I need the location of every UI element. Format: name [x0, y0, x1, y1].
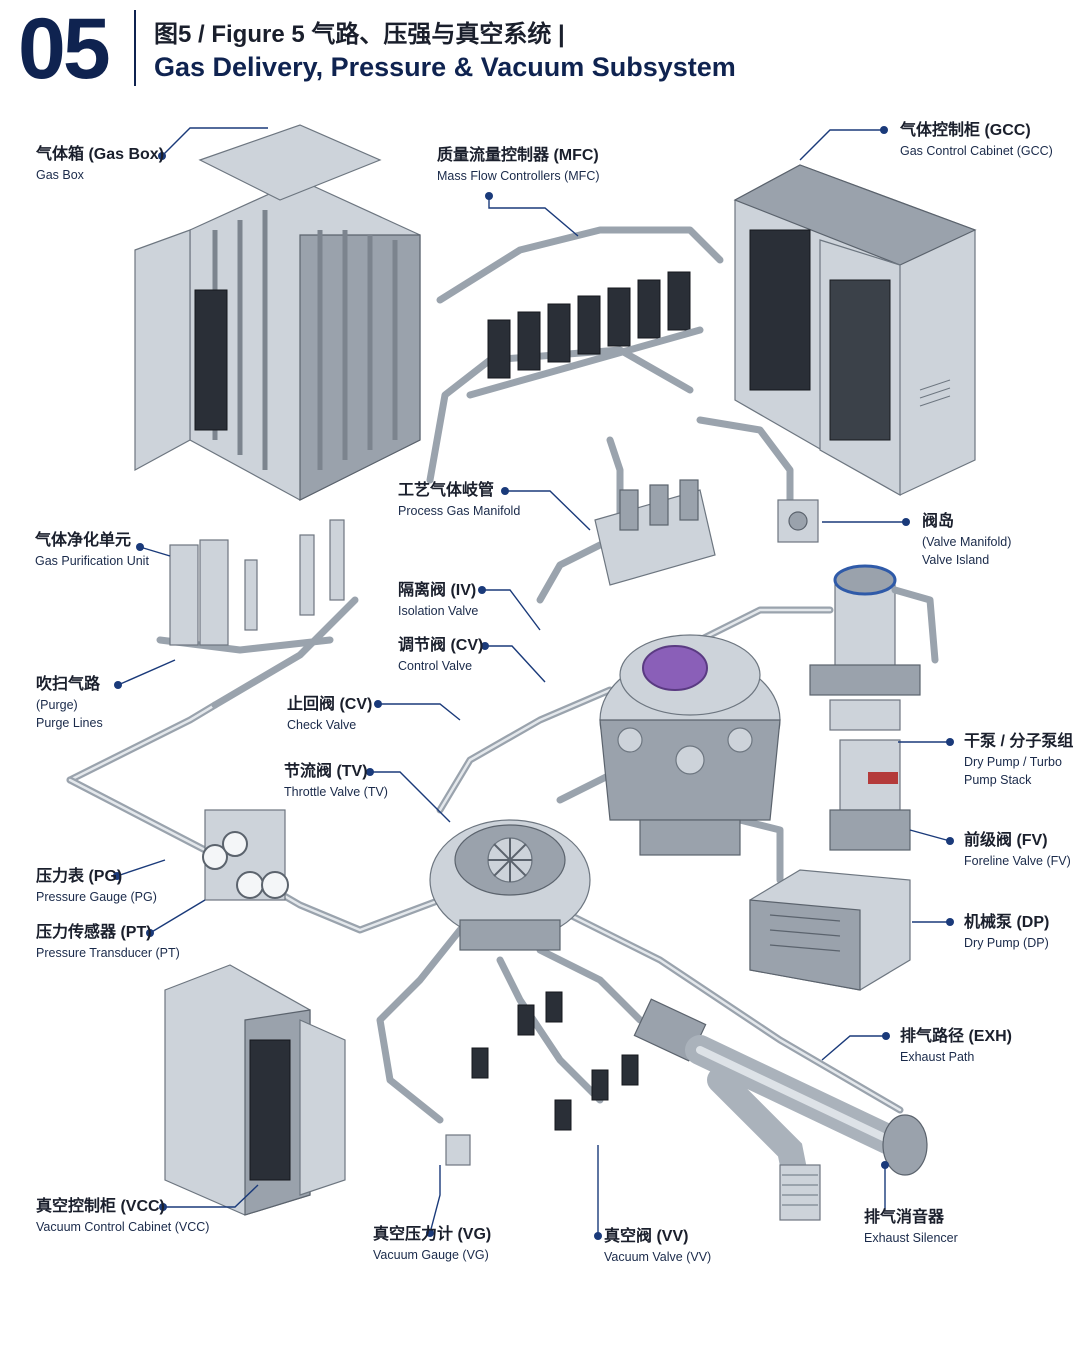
label-throttle-valve-en: Throttle Valve (TV) [284, 785, 388, 799]
vacuum-valves-illustration [445, 991, 639, 1166]
label-exhaust-silencer-en: Exhaust Silencer [864, 1231, 958, 1245]
label-pressure-gauge: 压力表 (PG) Pressure Gauge (PG) [36, 866, 157, 906]
label-foreline-valve-zh: 前级阀 (FV) [964, 832, 1048, 849]
label-vacuum-valve-zh: 真空阀 (VV) [604, 1228, 689, 1245]
leader-lines [113, 126, 954, 1240]
label-vcc: 真空控制柜 (VCC) Vacuum Control Cabinet (VCC) [36, 1196, 209, 1236]
label-valve-island: 阀岛 (Valve Manifold) Valve Island [922, 511, 1011, 569]
label-isolation-valve-en: Isolation Valve [398, 604, 479, 618]
label-dry-turbo: 干泵 / 分子泵组 Dry Pump / Turbo Pump Stack [964, 731, 1073, 789]
mfc-illustration [436, 226, 724, 399]
label-exhaust-silencer-zh: 排气消音器 [864, 1209, 945, 1226]
purification-illustration [169, 519, 345, 646]
label-gas-box-en: Gas Box [36, 168, 84, 182]
label-exhaust-path: 排气路径 (EXH) Exhaust Path [900, 1026, 1012, 1066]
label-pressure-gauge-zh: 压力表 (PG) [36, 868, 123, 885]
label-check-valve: 止回阀 (CV) Check Valve [287, 694, 372, 734]
label-throttle-valve-zh: 节流阀 (TV) [284, 763, 368, 780]
label-vcc-en: Vacuum Control Cabinet (VCC) [36, 1220, 210, 1234]
label-exhaust-silencer: 排气消音器 Exhaust Silencer [864, 1207, 958, 1247]
gas-box-illustration [134, 124, 421, 501]
distribution-chamber-illustration [429, 819, 591, 951]
figure-title-zh: 图5 / Figure 5 气路、压强与真空系统 | [154, 21, 565, 48]
exhaust-illustration [633, 998, 928, 1221]
label-valve-island-zh: 阀岛 [922, 513, 955, 530]
label-control-valve-zh: 调节阀 (CV) [398, 637, 484, 654]
label-purge-zh: 吹扫气路 [36, 676, 101, 693]
label-gcc-en: Gas Control Cabinet (GCC) [900, 144, 1053, 158]
label-gcc: 气体控制柜 (GCC) Gas Control Cabinet (GCC) [900, 120, 1053, 160]
label-vacuum-gauge-en: Vacuum Gauge (VG) [373, 1248, 489, 1262]
gcc-illustration [733, 164, 977, 497]
label-pressure-transducer-en: Pressure Transducer (PT) [36, 946, 180, 960]
turbo-pump-illustration [809, 564, 939, 851]
label-vacuum-gauge-zh: 真空压力计 (VG) [373, 1226, 492, 1243]
label-process-manifold: 工艺气体岐管 Process Gas Manifold [398, 480, 520, 520]
figure-number: 05 [18, 1, 111, 97]
label-check-valve-en: Check Valve [287, 718, 357, 732]
label-foreline-valve-en: Foreline Valve (FV) [964, 854, 1071, 868]
label-exhaust-path-zh: 排气路径 (EXH) [900, 1028, 1013, 1045]
label-vacuum-gauge: 真空压力计 (VG) Vacuum Gauge (VG) [373, 1224, 491, 1264]
label-gas-box-zh: 气体箱 (Gas Box) [36, 146, 165, 163]
label-purification-zh: 气体净化单元 [35, 532, 132, 549]
label-purification: 气体净化单元 Gas Purification Unit [35, 530, 149, 570]
label-valve-island-en1: (Valve Manifold) [922, 535, 1012, 549]
label-valve-island-en2: Valve Island [922, 553, 990, 567]
label-purification-en: Gas Purification Unit [35, 554, 149, 568]
label-vacuum-valve-en: Vacuum Valve (VV) [604, 1250, 712, 1264]
label-process-manifold-en: Process Gas Manifold [398, 504, 521, 518]
label-check-valve-zh: 止回阀 (CV) [287, 696, 373, 713]
label-pressure-transducer-zh: 压力传感器 (PT) [36, 924, 152, 941]
label-process-manifold-zh: 工艺气体岐管 [398, 482, 495, 499]
label-pressure-transducer: 压力传感器 (PT) Pressure Transducer (PT) [36, 922, 180, 962]
label-purge-en1: (Purge) [36, 698, 78, 712]
label-isolation-valve: 隔离阀 (IV) Isolation Valve [398, 580, 478, 620]
label-mfc-en: Mass Flow Controllers (MFC) [437, 169, 600, 183]
label-dry-turbo-zh: 干泵 / 分子泵组 [964, 733, 1074, 750]
label-dry-pump-zh: 机械泵 (DP) [964, 914, 1050, 931]
figure-title-en: Gas Delivery, Pressure & Vacuum Subsyste… [154, 52, 736, 82]
label-vcc-zh: 真空控制柜 (VCC) [36, 1198, 165, 1215]
label-dry-pump: 机械泵 (DP) Dry Pump (DP) [964, 912, 1049, 952]
label-dry-turbo-en1: Dry Pump / Turbo [964, 755, 1062, 769]
pressure-gauge-illustration [202, 809, 289, 901]
label-throttle-valve: 节流阀 (TV) Throttle Valve (TV) [284, 761, 388, 801]
label-control-valve-en: Control Valve [398, 659, 473, 673]
label-vacuum-valve: 真空阀 (VV) Vacuum Valve (VV) [604, 1226, 711, 1266]
label-mfc-zh: 质量流量控制器 (MFC) [437, 147, 599, 164]
vcc-illustration [164, 964, 346, 1216]
label-dry-pump-en: Dry Pump (DP) [964, 936, 1049, 950]
label-purge: 吹扫气路 (Purge) Purge Lines [36, 674, 103, 732]
label-dry-turbo-en2: Pump Stack [964, 773, 1032, 787]
label-pressure-gauge-en: Pressure Gauge (PG) [36, 890, 157, 904]
label-exhaust-path-en: Exhaust Path [900, 1050, 975, 1064]
process-chamber-illustration [599, 634, 781, 856]
label-isolation-valve-zh: 隔离阀 (IV) [398, 582, 477, 599]
label-purge-en2: Purge Lines [36, 716, 103, 730]
label-gcc-zh: 气体控制柜 (GCC) [900, 122, 1031, 139]
header-divider [134, 10, 136, 86]
valve-island-illustration [777, 499, 819, 543]
label-control-valve: 调节阀 (CV) Control Valve [398, 635, 483, 675]
label-mfc: 质量流量控制器 (MFC) Mass Flow Controllers (MFC… [437, 145, 600, 185]
dry-pump-illustration [749, 869, 911, 991]
label-gas-box: 气体箱 (Gas Box) Gas Box [36, 144, 164, 184]
process-manifold-illustration [594, 479, 716, 586]
label-foreline-valve: 前级阀 (FV) Foreline Valve (FV) [964, 830, 1071, 870]
